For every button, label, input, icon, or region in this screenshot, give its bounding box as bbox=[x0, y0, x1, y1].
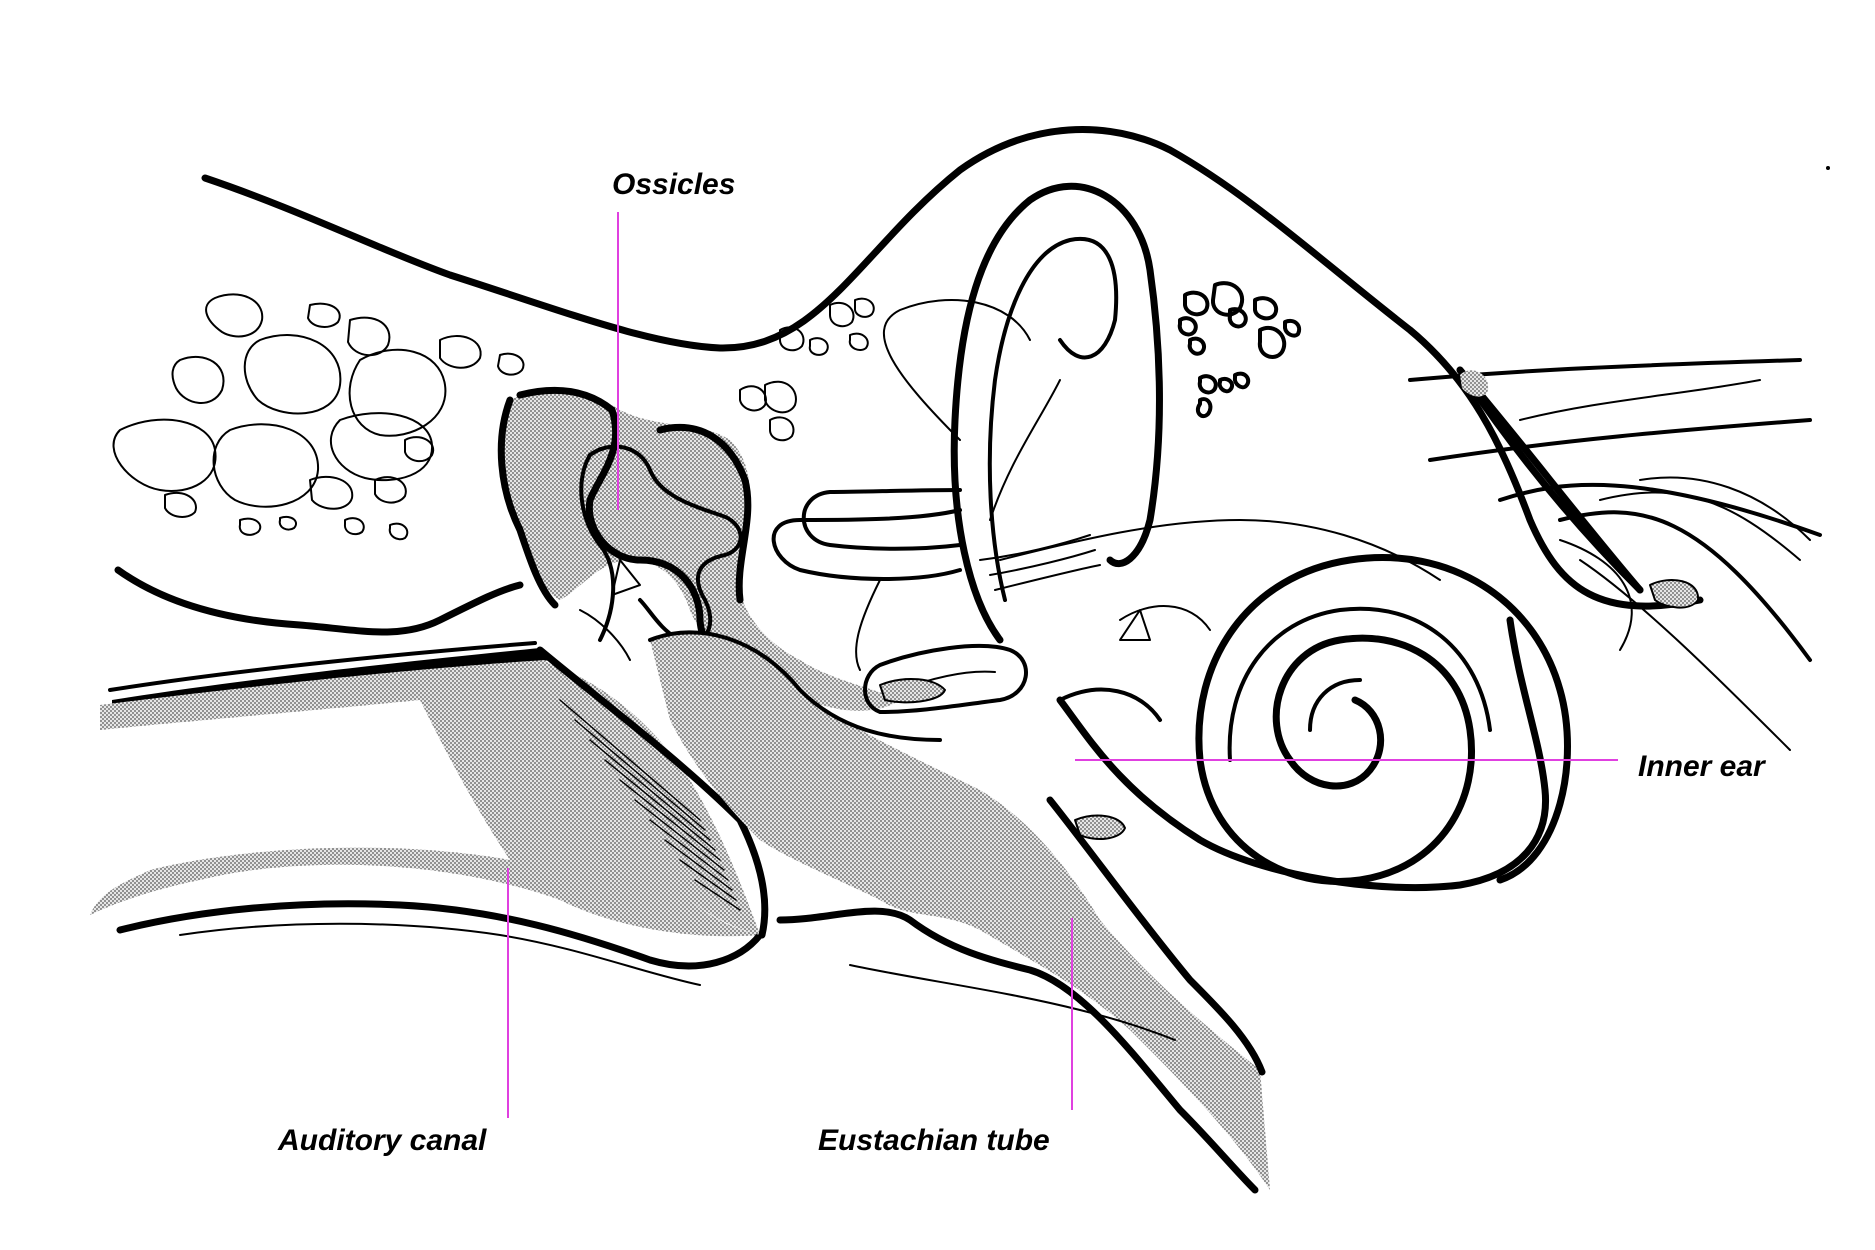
label-ossicles: Ossicles bbox=[612, 168, 735, 201]
eustachian-tube-structure bbox=[648, 630, 1270, 1194]
label-auditory-canal: Auditory canal bbox=[277, 1124, 487, 1157]
auditory-nerve bbox=[1408, 358, 1822, 751]
semicircular-canals bbox=[771, 182, 1163, 671]
label-eustachian-tube: Eustachian tube bbox=[818, 1124, 1050, 1157]
cochlea bbox=[1195, 554, 1571, 885]
inner-ear-body bbox=[979, 519, 1550, 892]
stray-dot bbox=[1826, 166, 1830, 170]
auditory-canal-structure bbox=[90, 641, 769, 986]
eardrum-fibers bbox=[559, 699, 741, 911]
mastoid-air-cells bbox=[112, 281, 1302, 541]
temporal-bone-outline bbox=[114, 126, 1704, 636]
label-inner-ear: Inner ear bbox=[1638, 750, 1767, 783]
leader-lines bbox=[507, 212, 1618, 1118]
